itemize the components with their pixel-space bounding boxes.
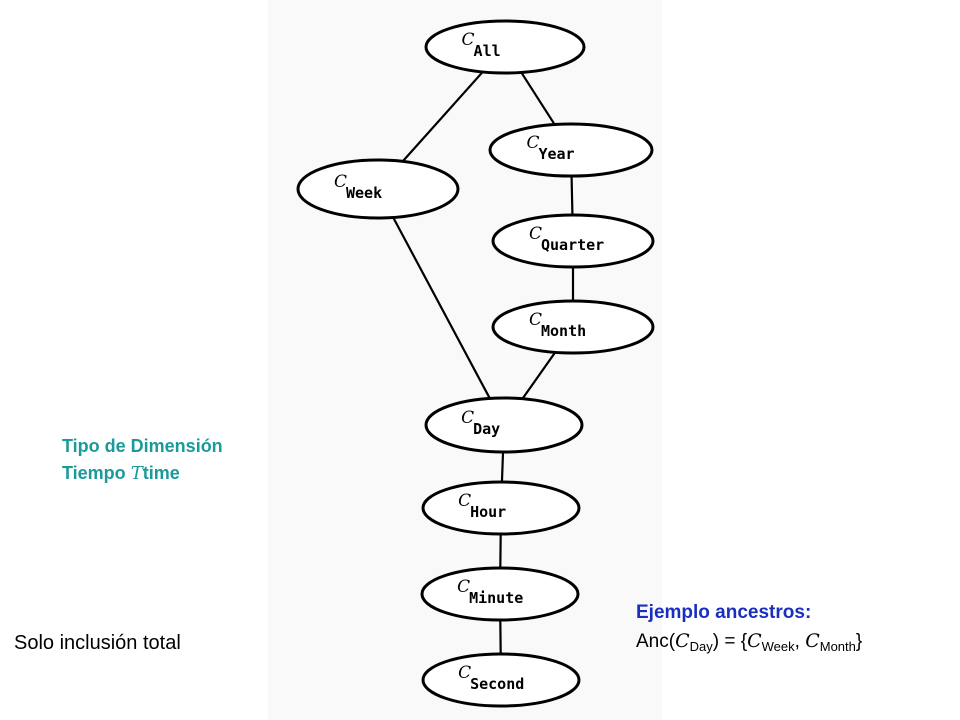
node-ellipse-quarter bbox=[491, 213, 655, 269]
node-ellipse-week bbox=[296, 158, 460, 220]
category-symbol-item2: C bbox=[805, 630, 820, 652]
formula-suffix: } bbox=[855, 631, 863, 652]
ancestors-formula: Anc(CDay) = {CWeek, CMonth} bbox=[636, 627, 862, 661]
edge-week-day bbox=[392, 216, 491, 399]
total-inclusion-note: Solo inclusión total bbox=[14, 632, 181, 654]
node-label-all: All bbox=[474, 42, 501, 60]
category-symbol-quarter: C bbox=[529, 224, 542, 244]
formula-mid: ) = { bbox=[712, 631, 748, 652]
ancestors-heading: Ejemplo ancestros: bbox=[636, 602, 812, 623]
node-ellipse-month bbox=[491, 299, 655, 355]
node-week: CWeek bbox=[296, 158, 460, 220]
node-label-year: Year bbox=[538, 145, 574, 163]
time-dimension-symbol: T bbox=[130, 463, 143, 484]
node-label-minute: Minute bbox=[469, 589, 523, 607]
title-line-2-prefix: Tiempo bbox=[62, 463, 126, 483]
node-month: CMonth bbox=[491, 299, 655, 355]
formula-prefix: Anc( bbox=[636, 631, 676, 652]
edge-all-week bbox=[401, 71, 484, 163]
node-label-month: Month bbox=[541, 322, 586, 340]
edge-day-hour bbox=[500, 451, 505, 483]
category-symbol-day: C bbox=[461, 408, 474, 428]
category-symbol-week: C bbox=[334, 172, 347, 192]
category-symbol-second: C bbox=[458, 663, 471, 683]
category-symbol-hour: C bbox=[458, 491, 471, 511]
category-symbol-year: C bbox=[526, 133, 539, 153]
node-ellipse-minute bbox=[420, 566, 580, 622]
node-ellipse-all bbox=[424, 19, 586, 75]
node-label-week: Week bbox=[346, 184, 382, 202]
category-symbol-arg: C bbox=[675, 630, 690, 652]
category-symbol-all: C bbox=[462, 30, 475, 50]
formula-arg-subscript: Day bbox=[689, 639, 713, 654]
node-day: CDay bbox=[424, 396, 584, 454]
category-symbol-item1: C bbox=[747, 630, 762, 652]
formula-separator: , bbox=[794, 631, 806, 652]
dimension-type-title: Tipo de Dimensión Tiempo Ttime bbox=[62, 433, 223, 487]
formula-item2-subscript: Month bbox=[819, 639, 856, 654]
node-ellipse-year bbox=[488, 122, 654, 178]
category-lattice-diagram: CAllCYearCWeekCQuarterCMonthCDayCHourCMi… bbox=[296, 19, 655, 708]
edge-all-year bbox=[520, 71, 556, 126]
title-line-2: Tiempo Ttime bbox=[62, 460, 223, 487]
edges-group bbox=[392, 71, 575, 655]
category-symbol-month: C bbox=[529, 310, 542, 330]
ancestors-example: Ejemplo ancestros: Anc(CDay) = {CWeek, C… bbox=[636, 598, 862, 661]
node-label-quarter: Quarter bbox=[541, 236, 604, 254]
nodes-group: CAllCYearCWeekCQuarterCMonthCDayCHourCMi… bbox=[296, 19, 655, 708]
node-label-hour: Hour bbox=[470, 503, 506, 521]
title-line-1: Tipo de Dimensión bbox=[62, 436, 223, 456]
node-label-day: Day bbox=[473, 420, 500, 438]
formula-item1-subscript: Week bbox=[761, 639, 795, 654]
node-ellipse-second bbox=[421, 652, 581, 708]
category-symbol-minute: C bbox=[457, 577, 470, 597]
edge-month-day bbox=[521, 351, 557, 400]
edge-year-quarter bbox=[570, 175, 574, 216]
title-line-2-suffix: time bbox=[142, 463, 180, 483]
node-ellipse-hour bbox=[421, 480, 581, 536]
node-ellipse-day bbox=[424, 396, 584, 454]
node-label-second: Second bbox=[470, 675, 524, 693]
